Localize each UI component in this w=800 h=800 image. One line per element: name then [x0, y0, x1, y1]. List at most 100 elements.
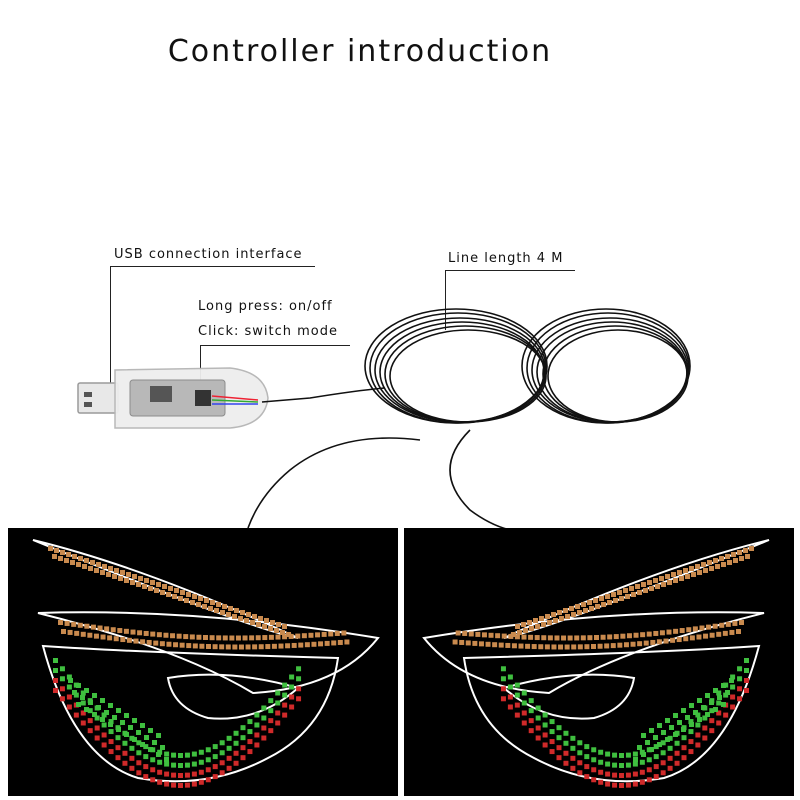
- led-dot: [744, 688, 749, 693]
- led-dot: [643, 588, 648, 593]
- led-dot: [564, 644, 570, 650]
- led-dot: [219, 760, 225, 766]
- led-dot: [570, 755, 576, 761]
- led-dot: [219, 770, 225, 776]
- led-dot: [129, 735, 135, 741]
- led-dot: [625, 594, 630, 599]
- led-dot: [66, 704, 72, 710]
- led-dot: [556, 745, 562, 751]
- led-dot: [643, 640, 649, 646]
- led-dot: [104, 710, 109, 715]
- led-dot: [542, 732, 548, 738]
- led-dot: [252, 644, 258, 650]
- led-dot: [730, 684, 736, 690]
- led-dot: [629, 586, 634, 591]
- led-dot: [611, 592, 616, 597]
- led-dot: [216, 635, 222, 641]
- led-dot: [625, 772, 631, 778]
- led-dot: [659, 630, 665, 636]
- led-dot: [639, 759, 645, 765]
- led-dot: [66, 684, 72, 690]
- led-dot: [713, 707, 718, 712]
- led-dot: [688, 739, 694, 745]
- led-dot: [670, 637, 676, 643]
- led-dot: [656, 639, 662, 645]
- led-dot: [667, 745, 673, 751]
- led-dot: [679, 628, 685, 634]
- led-dot: [730, 674, 736, 680]
- led-dot: [695, 732, 701, 738]
- led-dot: [164, 771, 170, 777]
- led-dot: [544, 644, 550, 650]
- led-dot: [228, 606, 233, 611]
- led-dot: [577, 644, 583, 650]
- led-dot: [554, 635, 560, 641]
- led-dot: [261, 725, 267, 731]
- led-panel-left: [8, 528, 398, 796]
- led-dot: [308, 632, 314, 638]
- led-dot: [246, 612, 251, 617]
- led-dot: [198, 596, 203, 601]
- led-dot: [191, 761, 197, 767]
- led-dot: [275, 720, 281, 726]
- led-dot: [632, 751, 638, 757]
- led-dot: [318, 641, 324, 647]
- led-dot: [296, 696, 302, 702]
- led-dot: [640, 632, 646, 638]
- led-dot: [96, 705, 101, 710]
- led-dot: [84, 688, 89, 693]
- led-dot: [569, 606, 574, 611]
- led-dot: [577, 610, 582, 615]
- led-dot: [150, 631, 156, 637]
- led-dot: [321, 631, 327, 637]
- led-dot: [311, 641, 317, 647]
- led-dot: [160, 745, 165, 750]
- led-dot: [184, 762, 190, 768]
- led-dot: [693, 710, 698, 715]
- led-dot: [186, 643, 192, 649]
- led-dot: [556, 725, 562, 731]
- led-dot: [619, 783, 624, 788]
- led-dot: [612, 782, 618, 788]
- controller-board-icon: [114, 367, 269, 429]
- led-dot: [527, 620, 532, 625]
- led-dot: [199, 643, 205, 649]
- led-dot: [274, 628, 279, 633]
- led-dot: [275, 634, 281, 640]
- led-dot: [613, 598, 618, 603]
- led-dot: [571, 644, 577, 650]
- led-dot: [122, 760, 128, 766]
- led-dot: [268, 698, 274, 704]
- led-dot: [132, 737, 137, 742]
- led-dot: [525, 643, 531, 649]
- led-dot: [291, 642, 297, 648]
- led-dot: [595, 604, 600, 609]
- led-dot: [94, 568, 99, 573]
- led-dot: [143, 754, 149, 760]
- led-dot: [84, 707, 89, 712]
- led-dot: [600, 634, 606, 640]
- led-dot: [549, 729, 555, 735]
- led-dot: [226, 765, 232, 771]
- led-dot: [514, 702, 520, 708]
- led-dot: [334, 630, 340, 636]
- led-dot: [184, 772, 190, 778]
- led-dot: [148, 728, 153, 733]
- led-dot: [289, 694, 295, 700]
- led-dot: [580, 635, 586, 641]
- led-dot: [101, 722, 107, 728]
- led-dot: [619, 596, 624, 601]
- button-leader-line: [200, 345, 201, 385]
- led-dot: [731, 552, 736, 557]
- led-dot: [198, 759, 204, 765]
- led-dot: [660, 760, 666, 766]
- led-dot: [667, 765, 673, 771]
- led-dot: [666, 629, 672, 635]
- led-dot: [653, 578, 658, 583]
- led-dot: [660, 740, 666, 746]
- led-dot: [150, 767, 156, 773]
- led-dot: [254, 732, 260, 738]
- led-dot: [148, 747, 153, 752]
- led-dot: [619, 753, 624, 758]
